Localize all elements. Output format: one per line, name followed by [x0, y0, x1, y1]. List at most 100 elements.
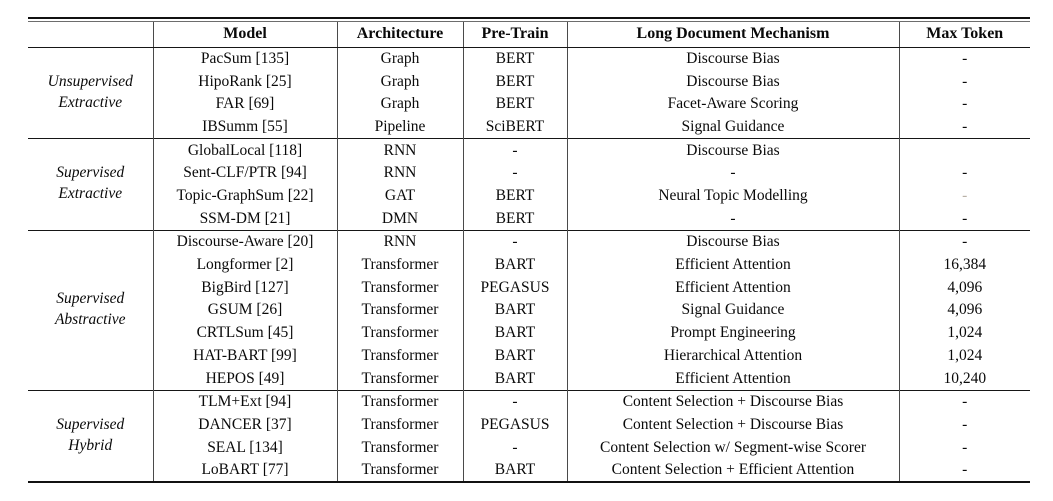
paper-table: Model Architecture Pre-Train Long Docume…: [28, 22, 1030, 483]
column-header-mechanism: Long Document Mechanism: [566, 22, 899, 48]
cell-model: BigBird [127]: [152, 275, 337, 299]
cell-pretrain: PEGASUS: [462, 413, 567, 437]
cell-pretrain: BART: [462, 253, 567, 276]
cell-model: HAT-BART [99]: [152, 344, 337, 368]
cell-mechanism: Neural Topic Modelling: [566, 184, 899, 208]
cell-max-token: 4,096: [898, 275, 1030, 299]
cell-mechanism: Discourse Bias: [566, 69, 899, 93]
cell-pretrain: SciBERT: [462, 115, 567, 139]
cell-architecture: Transformer: [336, 459, 463, 482]
cell-pretrain: -: [462, 161, 567, 185]
cell-model: PacSum [135]: [152, 47, 337, 70]
cell-architecture: DMN: [336, 207, 463, 231]
cell-max-token: [898, 138, 1030, 162]
cell-architecture: RNN: [336, 138, 463, 162]
cell-model: HipoRank [25]: [152, 69, 337, 93]
column-header-pretrain: Pre-Train: [462, 22, 567, 48]
column-header-architecture: Architecture: [336, 22, 463, 48]
cell-pretrain: BERT: [462, 184, 567, 208]
cell-mechanism: -: [566, 161, 899, 185]
cell-mechanism: Efficient Attention: [566, 275, 899, 299]
cell-pretrain: -: [462, 138, 567, 162]
cell-mechanism: Discourse Bias: [566, 229, 899, 254]
cell-mechanism: Hierarchical Attention: [566, 344, 899, 368]
cell-pretrain: BART: [462, 344, 567, 368]
cell-max-token: -: [898, 184, 1030, 208]
cell-model: DANCER [37]: [152, 413, 337, 437]
cell-architecture: Transformer: [336, 344, 463, 368]
column-header-model: Model: [152, 22, 337, 48]
cell-max-token: 1,024: [898, 344, 1030, 368]
cell-mechanism: Efficient Attention: [566, 253, 899, 276]
cell-max-token: 16,384: [898, 253, 1030, 276]
cell-mechanism: Efficient Attention: [566, 367, 899, 391]
cell-model: HEPOS [49]: [152, 367, 337, 391]
cell-architecture: Transformer: [336, 298, 463, 322]
column-header-group: [28, 22, 153, 48]
cell-pretrain: BART: [462, 367, 567, 391]
table-row: SEAL [134]Transformer-Content Selection …: [28, 436, 1030, 460]
group-label: Supervised Abstractive: [28, 229, 153, 391]
cell-mechanism: Signal Guidance: [566, 115, 899, 139]
cell-max-token: 10,240: [898, 367, 1030, 391]
cell-architecture: Pipeline: [336, 115, 463, 139]
cell-mechanism: -: [566, 207, 899, 231]
cell-architecture: Transformer: [336, 253, 463, 276]
cell-pretrain: -: [462, 389, 567, 414]
group-label: Unsupervised Extractive: [47, 72, 133, 111]
cell-model: Sent-CLF/PTR [94]: [152, 161, 337, 185]
cell-architecture: Transformer: [336, 275, 463, 299]
cell-mechanism: Facet-Aware Scoring: [566, 92, 899, 116]
header-row: Model Architecture Pre-Train Long Docume…: [28, 22, 1030, 48]
cell-pretrain: -: [462, 229, 567, 254]
top-rule-thin: [28, 21, 1030, 22]
cell-model: Longformer [2]: [152, 253, 337, 276]
table-header: Model Architecture Pre-Train Long Docume…: [28, 22, 1030, 48]
cell-max-token: -: [898, 436, 1030, 460]
cell-max-token: -: [898, 459, 1030, 482]
cell-architecture: RNN: [336, 229, 463, 254]
top-rule-thick: [28, 17, 1030, 19]
cell-architecture: Transformer: [336, 321, 463, 345]
cell-mechanism: Prompt Engineering: [566, 321, 899, 345]
table-row: Sent-CLF/PTR [94]RNN---: [28, 161, 1030, 185]
cell-model: LoBART [77]: [152, 459, 337, 482]
cell-model: SEAL [134]: [152, 436, 337, 460]
cell-max-token: -: [898, 229, 1030, 254]
cell-max-token: -: [898, 413, 1030, 437]
cell-max-token: 1,024: [898, 321, 1030, 345]
group-label: Supervised Extractive: [28, 138, 153, 231]
cell-architecture: Transformer: [336, 367, 463, 391]
cell-model: TLM+Ext [94]: [152, 389, 337, 414]
cell-max-token: -: [898, 389, 1030, 414]
model-comparison-table: Model Architecture Pre-Train Long Docume…: [28, 17, 1030, 483]
cell-architecture: GAT: [336, 184, 463, 208]
cell-mechanism: Content Selection + Efficient Attention: [566, 459, 899, 482]
cell-pretrain: BERT: [462, 207, 567, 231]
cell-model: Topic-GraphSum [22]: [152, 184, 337, 208]
column-header-max-token: Max Token: [898, 22, 1030, 48]
cell-max-token: -: [898, 47, 1030, 70]
cell-model: SSM-DM [21]: [152, 207, 337, 231]
cell-model: FAR [69]: [152, 92, 337, 116]
cell-pretrain: PEGASUS: [462, 275, 567, 299]
cell-pretrain: BERT: [462, 69, 567, 93]
cell-mechanism: Content Selection + Discourse Bias: [566, 413, 899, 437]
cell-mechanism: Signal Guidance: [566, 298, 899, 322]
cell-architecture: Transformer: [336, 436, 463, 460]
